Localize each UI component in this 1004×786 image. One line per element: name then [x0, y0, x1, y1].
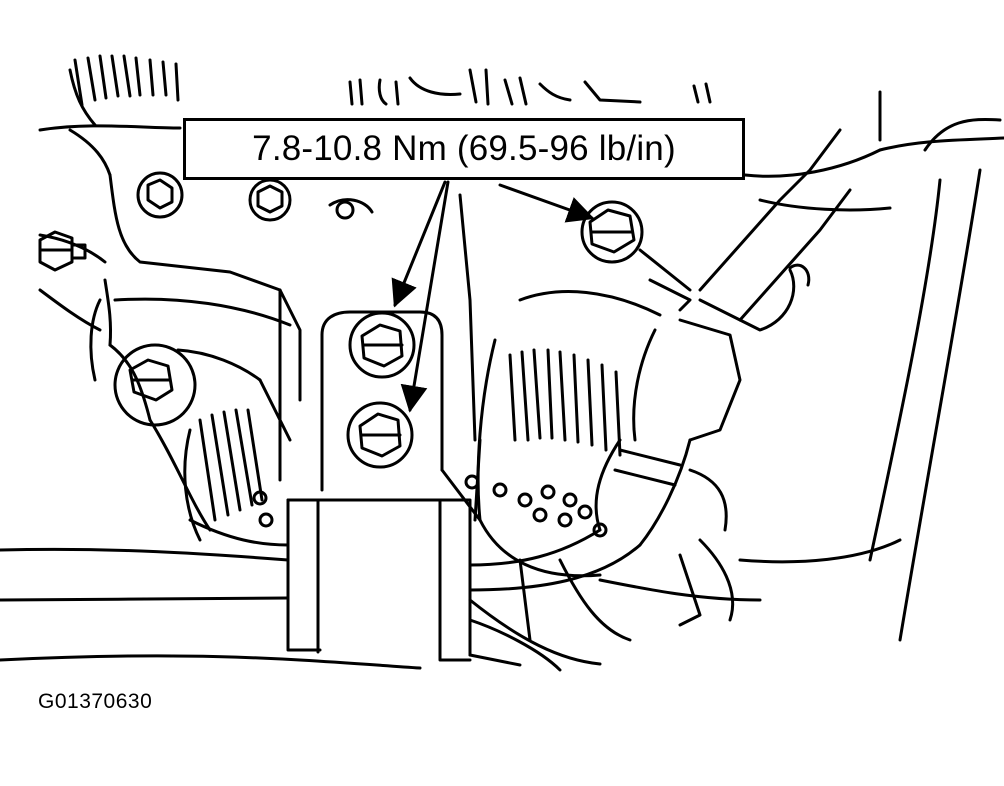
- lower-background-lines: [0, 560, 760, 670]
- upper-right-bolt: [582, 202, 690, 310]
- pulley-holes: [254, 476, 606, 536]
- boss-bolt: [115, 345, 195, 425]
- engine-block-upper: [40, 56, 1004, 640]
- bracket-bolt-lower: [348, 403, 412, 467]
- callout-arrows: [391, 182, 595, 413]
- torque-spec-text: 7.8-10.8 Nm (69.5-96 lb/in): [252, 129, 676, 168]
- torque-spec-callout: 7.8-10.8 Nm (69.5-96 lb/in): [183, 118, 745, 180]
- edge-bolt-left: [40, 232, 85, 270]
- center-bracket: [280, 195, 480, 520]
- lower-clamp: [0, 500, 600, 665]
- figure-id-label: G01370630: [38, 690, 153, 713]
- hydraulic-line: [470, 130, 900, 625]
- flange-bolt-center: [250, 180, 290, 220]
- flange-bolt-small: [330, 200, 372, 218]
- bracket-bolt-upper: [350, 313, 414, 377]
- flange-bolt-left: [138, 173, 182, 217]
